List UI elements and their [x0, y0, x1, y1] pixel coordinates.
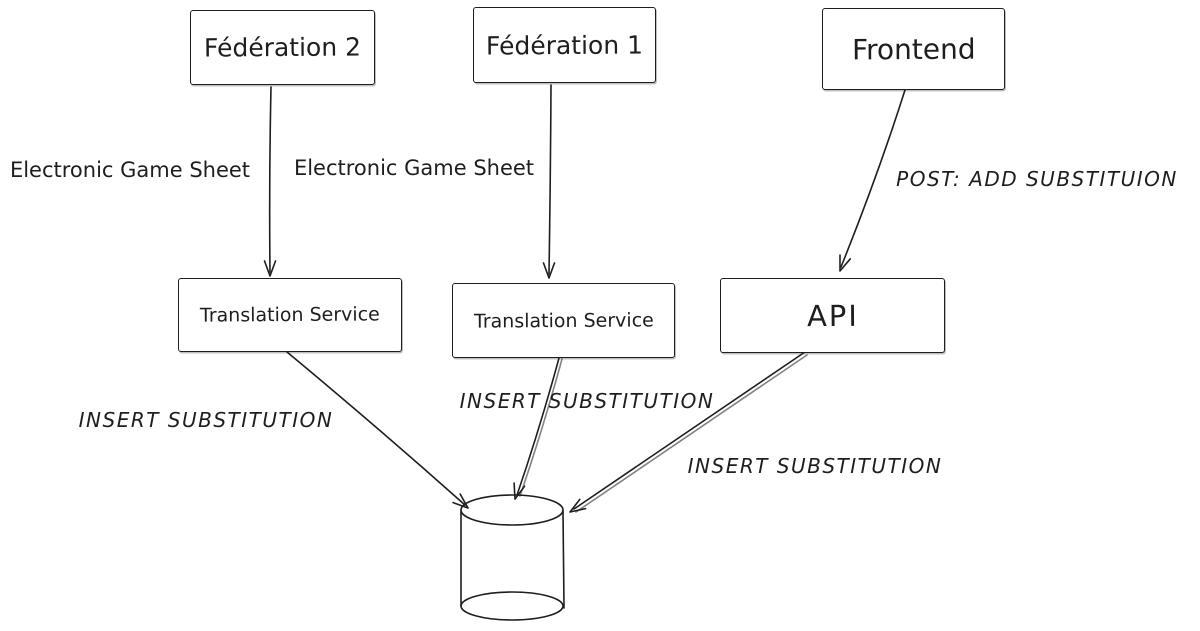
arrow-federation-2-to-translation-service-left — [263, 86, 277, 277]
node-federation-2: Fédération 2 — [190, 10, 375, 85]
node-translation-service-middle-label: Translation Service — [473, 308, 654, 333]
arrow-api-to-database — [569, 351, 808, 513]
database-cylinder — [460, 494, 565, 621]
node-translation-service-middle: Translation Service — [452, 283, 675, 358]
node-api: API — [720, 278, 945, 353]
arrow-federation-1-to-translation-service-middle — [542, 84, 556, 279]
node-frontend-label: Frontend — [851, 32, 976, 66]
edge-label-insert-substitution-left: INSERT SUBSTITUTION — [78, 408, 334, 432]
node-api-label: API — [806, 298, 859, 333]
edge-label-insert-substitution-middle: INSERT SUBSTITUTION — [459, 389, 715, 413]
node-federation-2-label: Fédération 2 — [203, 32, 362, 63]
arrow-translation-service-middle-to-database — [513, 357, 563, 500]
node-frontend: Frontend — [822, 8, 1005, 90]
node-translation-service-left-label: Translation Service — [200, 303, 380, 327]
node-federation-1: Fédération 1 — [473, 7, 656, 83]
edge-label-insert-substitution-right: INSERT SUBSTITUTION — [687, 454, 943, 478]
edge-label-electronic-game-sheet-middle: Electronic Game Sheet — [293, 156, 535, 180]
node-translation-service-left: Translation Service — [178, 278, 402, 352]
edge-label-post-add-substitution: POST: ADD SUBSTITUION — [896, 167, 1178, 191]
edge-label-electronic-game-sheet-left: Electronic Game Sheet — [9, 158, 251, 182]
node-federation-1-label: Fédération 1 — [485, 29, 644, 61]
